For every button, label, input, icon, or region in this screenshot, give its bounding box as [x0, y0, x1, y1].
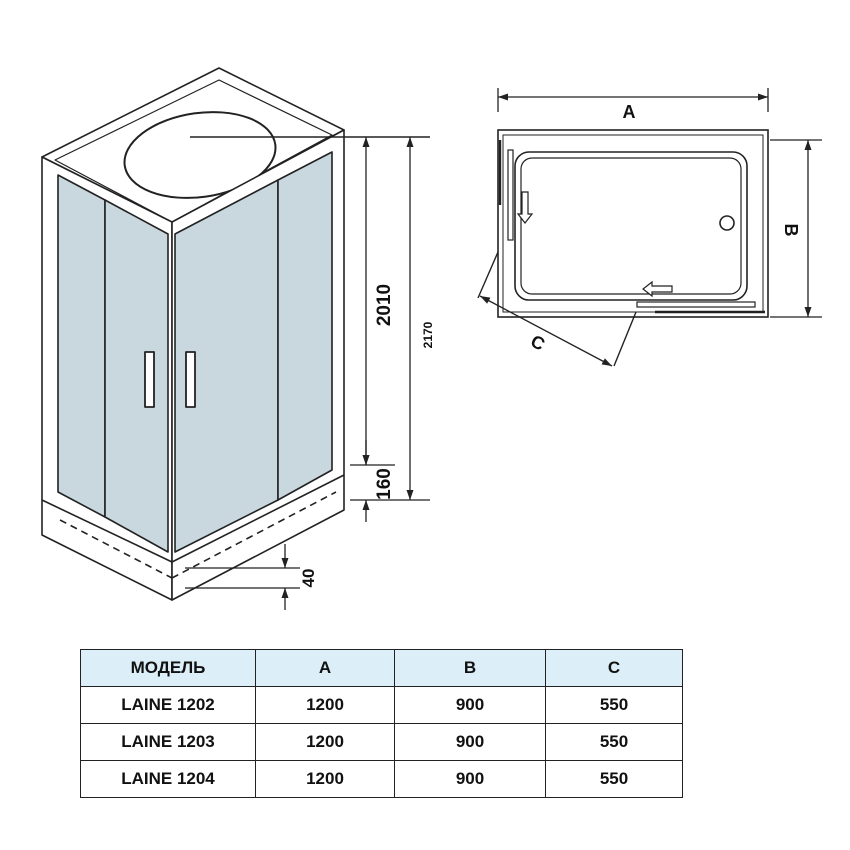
cell-a: 1200 [255, 686, 395, 724]
shower-cabin-drawing: 2010 2170 160 40 A B C [41, 67, 822, 610]
left-glass-panel-2 [104, 199, 169, 553]
plan-tray-inner [520, 157, 742, 295]
cell-a: 1200 [255, 723, 395, 761]
tray-dashed-left [59, 519, 173, 579]
table-row: LAINE 1204 1200 900 550 [80, 760, 683, 798]
table-row: LAINE 1202 1200 900 550 [80, 686, 683, 724]
left-glass-panel-1 [57, 174, 106, 518]
plan-dimensions [479, 88, 822, 367]
plan-outer-frame [497, 129, 769, 318]
tray-top-right [171, 474, 345, 563]
tray-top-left [41, 499, 173, 563]
dim-label-40: 40 [299, 569, 318, 588]
cell-model: LAINE 1203 [80, 723, 256, 761]
vertical-dimensions [185, 137, 430, 610]
dim-line-c [479, 295, 613, 367]
left-door-handle [144, 351, 155, 408]
roof-dome [123, 111, 277, 199]
drain-icon [719, 215, 735, 231]
plan-label-a: A [623, 102, 636, 122]
dim-label-160: 160 [374, 468, 395, 500]
header-c: C [545, 649, 683, 687]
cabin-plan-view [477, 129, 769, 367]
cell-b: 900 [394, 686, 546, 724]
header-model: МОДЕЛЬ [80, 649, 256, 687]
cell-model: LAINE 1204 [80, 760, 256, 798]
plan-tray-outer [514, 151, 748, 301]
table-row: LAINE 1203 1200 900 550 [80, 723, 683, 761]
cell-b: 900 [394, 760, 546, 798]
cell-c: 550 [545, 760, 683, 798]
plan-label-c: C [527, 331, 548, 355]
plan-inner-frame [502, 134, 764, 313]
cell-b: 900 [394, 723, 546, 761]
slide-arrow-left-icon [642, 280, 673, 298]
tray-dashed-right [171, 491, 337, 579]
right-door-handle [185, 351, 196, 408]
cell-a: 1200 [255, 760, 395, 798]
model-dimensions-table: МОДЕЛЬ A B C LAINE 1202 1200 900 550 LAI… [80, 649, 683, 798]
bottom-door-strip [636, 301, 756, 308]
dim-label-2170: 2170 [421, 321, 435, 348]
header-b: B [394, 649, 546, 687]
cabin-isometric-view [41, 67, 430, 601]
header-a: A [255, 649, 395, 687]
cell-c: 550 [545, 723, 683, 761]
table-header-row: МОДЕЛЬ A B C [80, 649, 683, 687]
slide-arrow-down-icon [516, 191, 534, 224]
left-door-strip [507, 149, 514, 241]
cell-model: LAINE 1202 [80, 686, 256, 724]
dim-label-2010: 2010 [374, 284, 395, 326]
plan-label-b: B [781, 224, 801, 237]
cell-c: 550 [545, 686, 683, 724]
right-glass-panel-2 [277, 151, 333, 501]
